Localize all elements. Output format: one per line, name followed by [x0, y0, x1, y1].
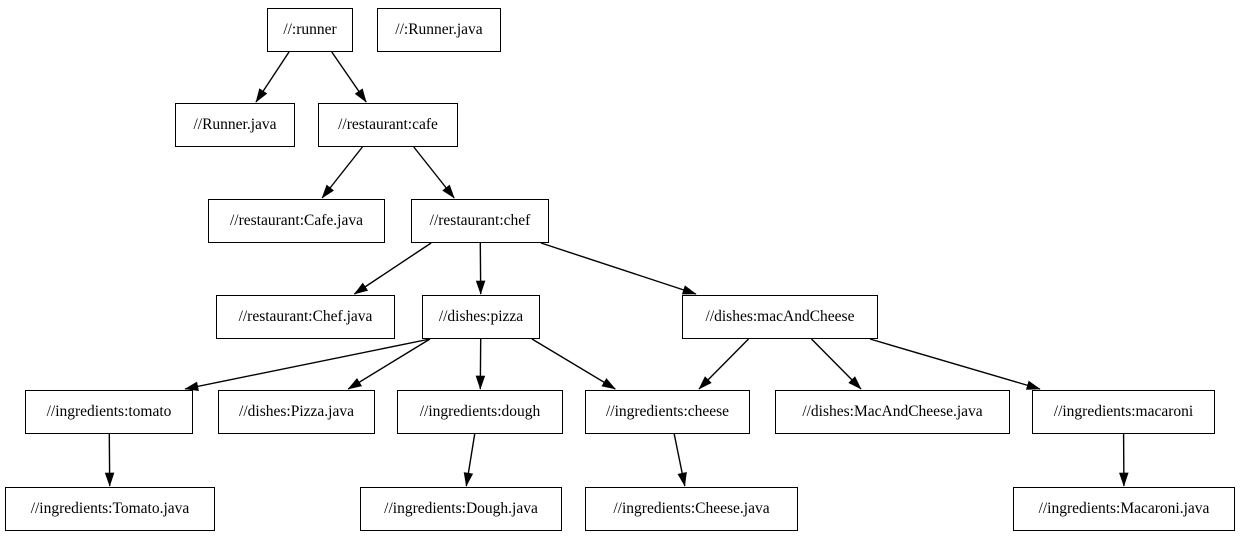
graph-node-runner: //:runner	[267, 8, 353, 52]
graph-node-dough: //ingredients:dough	[397, 390, 563, 434]
edge-pizza-to-tomato	[184, 338, 431, 392]
graph-node-chef: //restaurant:chef	[411, 199, 549, 243]
edge-cafe-to-chef	[413, 146, 455, 199]
graph-node-mac-and-cheese: //dishes:macAndCheese	[682, 295, 878, 339]
edge-cafe-to-cafe-java	[321, 146, 363, 199]
graph-node-cafe: //restaurant:cafe	[318, 103, 458, 147]
edge-mac-and-cheese-to-mac-and-cheese-java	[811, 338, 862, 390]
graph-node-tomato: //ingredients:tomato	[25, 390, 193, 434]
graph-node-runner-java: //Runner.java	[175, 103, 295, 147]
graph-node-mac-and-cheese-java: //dishes:MacAndCheese.java	[775, 390, 1010, 434]
edge-cheese-to-cheese-java	[673, 433, 687, 487]
graph-node-dough-java: //ingredients:Dough.java	[360, 487, 562, 531]
graph-node-runner-java-root: //:Runner.java	[377, 8, 501, 52]
edge-runner-to-cafe	[331, 51, 367, 103]
edge-pizza-to-pizza-java	[347, 338, 431, 390]
graph-node-macaroni-java: //ingredients:Macaroni.java	[1013, 487, 1235, 531]
graph-node-macaroni: //ingredients:macaroni	[1032, 390, 1215, 434]
edge-pizza-to-cheese	[531, 338, 616, 390]
edge-runner-to-runner-java	[255, 51, 290, 103]
graph-node-pizza: //dishes:pizza	[422, 295, 540, 339]
edge-mac-and-cheese-to-cheese	[698, 338, 749, 390]
edge-chef-to-mac-and-cheese	[540, 242, 697, 295]
edge-group	[104, 51, 1129, 487]
graph-node-cafe-java: //restaurant:Cafe.java	[208, 199, 385, 243]
graph-node-chef-java: //restaurant:Chef.java	[216, 295, 395, 339]
edge-dough-to-dough-java	[463, 433, 476, 487]
graph-node-tomato-java: //ingredients:Tomato.java	[5, 487, 215, 531]
edge-mac-and-cheese-to-macaroni	[869, 338, 1041, 390]
edge-chef-to-chef-java	[353, 242, 432, 295]
graph-node-cheese-java: //ingredients:Cheese.java	[585, 487, 798, 531]
graph-node-pizza-java: //dishes:Pizza.java	[218, 390, 375, 434]
graph-node-cheese: //ingredients:cheese	[585, 390, 750, 434]
